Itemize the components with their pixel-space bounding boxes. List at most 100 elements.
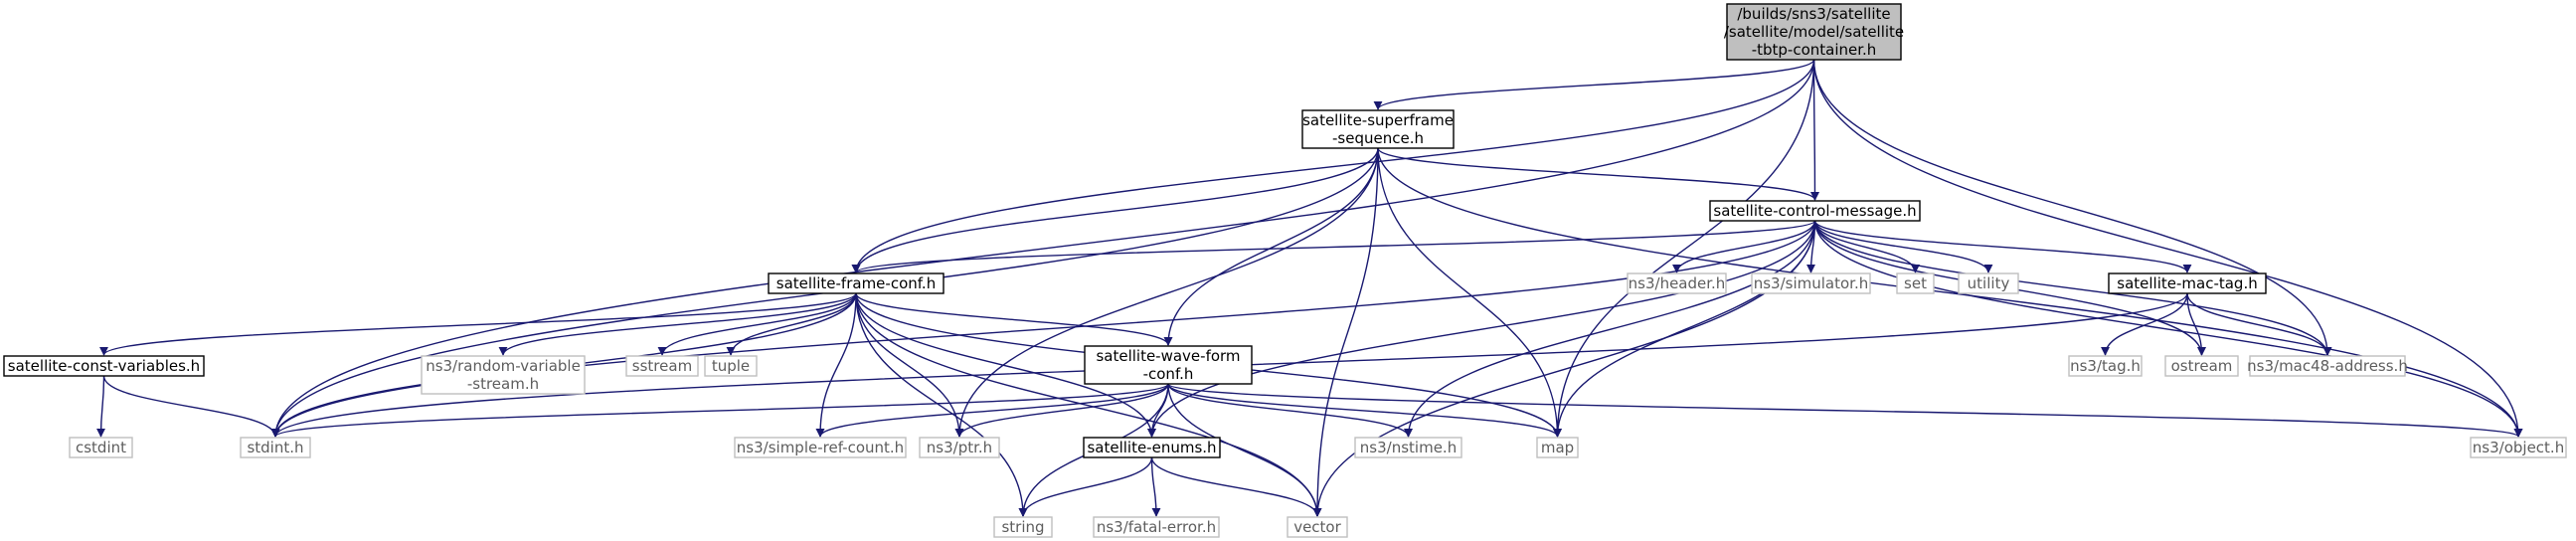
edge-superframe-to-control	[1377, 147, 1819, 201]
node-object-label-line: ns3/object.h	[2473, 439, 2564, 456]
node-simpleref-box	[734, 437, 907, 458]
edge-waveform-to-nstime	[1167, 383, 1413, 438]
node-tuple-label-line: tuple	[712, 357, 750, 375]
node-superframe-label-line: satellite-superframe	[1302, 111, 1454, 129]
node-set-label-line: set	[1904, 274, 1927, 292]
node-header-label-line: ns3/header.h	[1629, 274, 1726, 292]
node-waveform-label-line: satellite-wave-form	[1096, 347, 1240, 365]
node-tag-box	[2068, 355, 2143, 377]
node-waveform[interactable]: satellite-wave-form-conf.h	[1084, 345, 1253, 385]
node-string: string	[993, 516, 1053, 538]
node-utility-label-line: utility	[1968, 274, 2010, 292]
edge-root-to-mac48	[1812, 59, 2332, 356]
node-constvars[interactable]: satellite-const-variables.h	[3, 355, 205, 377]
node-root-label-line: -tbtp-container.h	[1752, 41, 1877, 59]
edge-frameconf-to-simpleref	[815, 292, 857, 438]
edge-superframe-to-map	[1377, 147, 1562, 438]
node-cstdint-box	[69, 437, 133, 458]
edge-enums-to-fatalerror	[1150, 456, 1161, 517]
edge-superframe-to-vector	[1312, 147, 1379, 517]
node-header: ns3/header.h	[1627, 272, 1727, 294]
node-fatalerror-box	[1093, 516, 1220, 538]
node-root-label-line: /builds/sns3/satellite	[1737, 5, 1890, 23]
node-fatalerror-label-line: ns3/fatal-error.h	[1097, 518, 1216, 536]
node-superframe-label-line: -sequence.h	[1332, 129, 1424, 147]
node-simulator: ns3/simulator.h	[1751, 272, 1871, 294]
node-object: ns3/object.h	[2470, 437, 2567, 458]
node-superframe[interactable]: satellite-superframe-sequence.h	[1301, 109, 1455, 149]
node-randvar: ns3/random-variable-stream.h	[421, 355, 586, 395]
node-simulator-label-line: ns3/simulator.h	[1754, 274, 1869, 292]
node-frameconf[interactable]: satellite-frame-conf.h	[768, 272, 945, 294]
edge-control-to-utility	[1813, 220, 1993, 273]
node-ptr-label-line: ns3/ptr.h	[927, 439, 992, 456]
edge-waveform-to-object	[1167, 383, 2523, 438]
node-enums-box	[1083, 437, 1221, 458]
edge-frameconf-to-constvars	[99, 292, 857, 356]
node-set-box	[1896, 272, 1935, 294]
edge-frameconf-to-enums	[855, 292, 1156, 438]
node-tag-label-line: ns3/tag.h	[2070, 357, 2141, 375]
edge-frameconf-to-sstream	[657, 292, 857, 356]
node-sstream-box	[625, 355, 699, 377]
node-map-box	[1536, 437, 1579, 458]
edge-frameconf-to-waveform	[855, 292, 1173, 346]
node-nstime-box	[1354, 437, 1462, 458]
node-vector-box	[1287, 516, 1348, 538]
node-stdint-box	[240, 437, 311, 458]
nodes-layer: /builds/sns3/satellite/satellite/model/s…	[3, 3, 2567, 538]
node-set: set	[1896, 272, 1935, 294]
node-utility: utility	[1958, 272, 2019, 294]
node-macTag[interactable]: satellite-mac-tag.h	[2108, 272, 2267, 294]
node-nstime-label-line: ns3/nstime.h	[1360, 439, 1457, 456]
node-mac48-label-line: ns3/mac48-address.h	[2247, 357, 2408, 375]
node-simulator-box	[1751, 272, 1871, 294]
node-control-label-line: satellite-control-message.h	[1713, 202, 1916, 220]
edge-root-to-map	[1553, 59, 1815, 438]
node-control-box	[1709, 200, 1921, 222]
node-object-box	[2470, 437, 2567, 458]
edge-root-to-stdint	[270, 59, 1815, 438]
edge-control-to-map	[1553, 220, 1816, 438]
node-string-label-line: string	[1001, 518, 1044, 536]
node-tuple-box	[704, 355, 758, 377]
node-randvar-box	[421, 355, 586, 395]
edge-waveform-to-simpleref	[815, 383, 1169, 438]
edge-waveform-to-ptr	[954, 383, 1169, 438]
node-simpleref: ns3/simple-ref-count.h	[734, 437, 907, 458]
node-cstdint: cstdint	[69, 437, 133, 458]
edge-enums-to-vector	[1150, 456, 1322, 517]
edge-control-to-header	[1672, 220, 1816, 273]
node-mac48-box	[2249, 355, 2406, 377]
edge-root-to-frameconf	[851, 59, 1815, 273]
node-frameconf-label-line: satellite-frame-conf.h	[776, 274, 936, 292]
node-tag: ns3/tag.h	[2068, 355, 2143, 377]
node-stdint: stdint.h	[240, 437, 311, 458]
edge-waveform-to-map	[1167, 383, 1562, 438]
node-superframe-box	[1301, 109, 1455, 149]
edge-superframe-to-waveform	[1163, 147, 1379, 346]
node-ptr-box	[919, 437, 1000, 458]
node-stdint-label-line: stdint.h	[247, 439, 303, 456]
edge-root-to-superframe	[1373, 59, 1815, 110]
node-mac48: ns3/mac48-address.h	[2247, 355, 2408, 377]
node-sstream: sstream	[625, 355, 699, 377]
node-root[interactable]: /builds/sns3/satellite/satellite/model/s…	[1724, 3, 1904, 61]
edge-waveform-to-vector	[1167, 383, 1322, 517]
node-sstream-label-line: sstream	[632, 357, 692, 375]
edge-control-to-frameconf	[851, 220, 1816, 273]
edge-root-to-control	[1809, 59, 1819, 201]
node-vector-label-line: vector	[1293, 518, 1341, 536]
node-enums[interactable]: satellite-enums.h	[1083, 437, 1221, 458]
node-root-box	[1726, 3, 1902, 61]
node-ostream-box	[2164, 355, 2239, 377]
node-macTag-box	[2108, 272, 2267, 294]
node-control[interactable]: satellite-control-message.h	[1709, 200, 1921, 222]
node-header-box	[1627, 272, 1727, 294]
node-waveform-box	[1084, 345, 1253, 385]
node-waveform-label-line: -conf.h	[1143, 365, 1194, 383]
edge-superframe-to-ptr	[954, 147, 1379, 438]
node-randvar-label-line: ns3/random-variable	[426, 357, 581, 375]
node-cstdint-label-line: cstdint	[76, 439, 126, 456]
node-constvars-label-line: satellite-const-variables.h	[8, 357, 200, 375]
